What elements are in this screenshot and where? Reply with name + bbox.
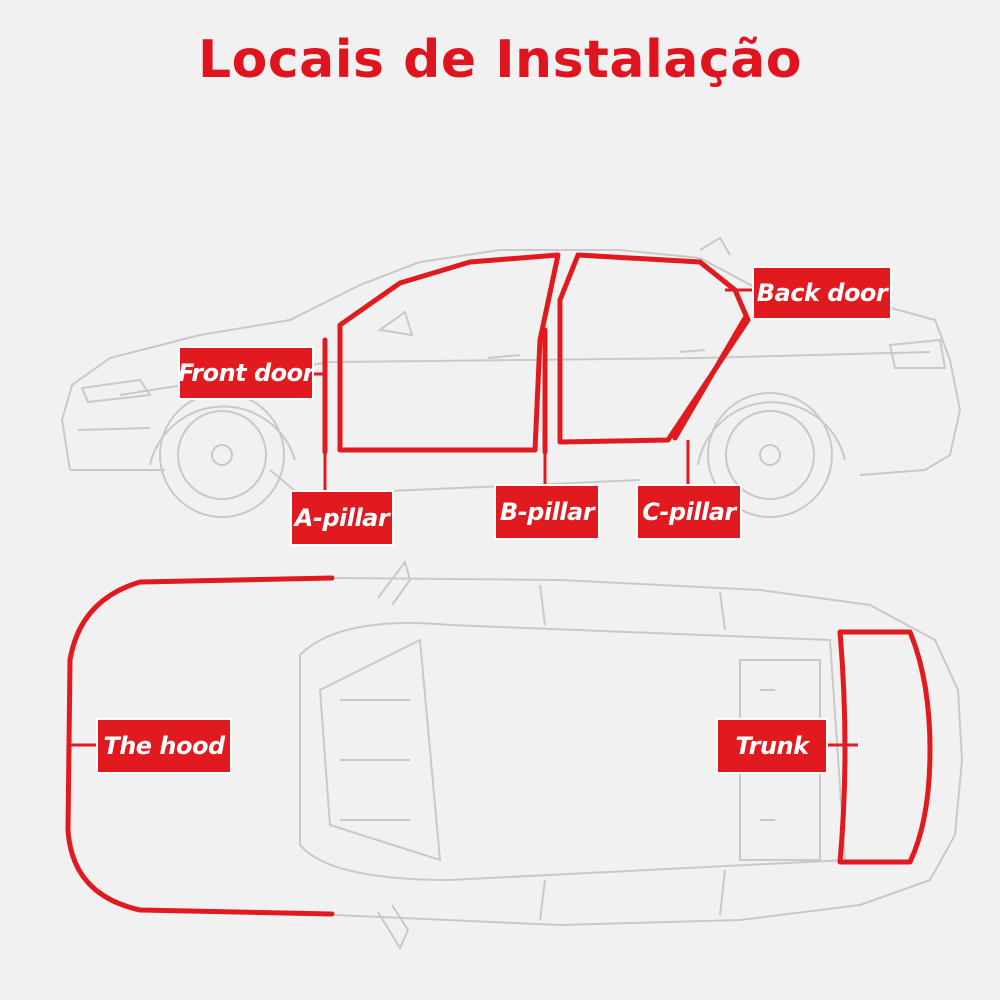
label-connectors bbox=[68, 288, 858, 747]
label-back-door: Back door bbox=[752, 266, 892, 320]
label-c-pillar: C-pillar bbox=[636, 484, 742, 540]
page-title: Locais de Instalação bbox=[197, 30, 803, 90]
label-a-pillar: A-pillar bbox=[290, 490, 394, 546]
label-b-pillar: B-pillar bbox=[494, 484, 600, 540]
top-view-car bbox=[299, 559, 964, 951]
label-trunk: Trunk bbox=[716, 718, 828, 774]
label-the-hood: The hood bbox=[96, 718, 232, 774]
label-front-door: Front door bbox=[178, 346, 315, 400]
seal-lines-top bbox=[65, 575, 933, 917]
seal-lines-side bbox=[322, 252, 751, 455]
